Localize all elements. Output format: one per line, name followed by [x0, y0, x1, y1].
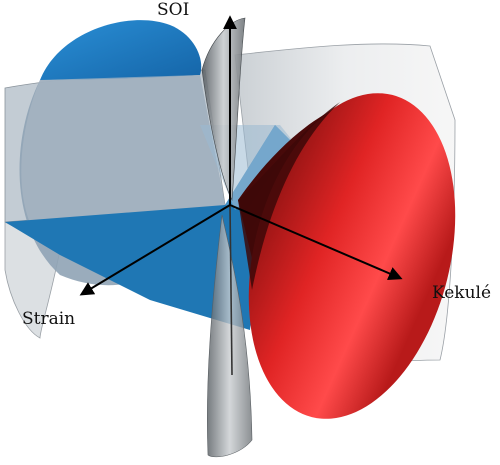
- red-cone-rim: [248, 93, 456, 419]
- twisted-surface-lower: [207, 214, 253, 458]
- strain-axis-line: [79, 204, 231, 296]
- red-cone-shadow: [238, 102, 340, 290]
- kekule-axis-line: [229, 204, 403, 281]
- kekule-axis-label: Kekulé: [432, 283, 492, 303]
- blue-cone-shading: [21, 75, 225, 240]
- soi-axis-label: SOI: [157, 0, 190, 20]
- blue-cone-top: [40, 20, 202, 80]
- strain-axis-label: Strain: [22, 309, 76, 329]
- soi-axis-lower: [229, 204, 233, 376]
